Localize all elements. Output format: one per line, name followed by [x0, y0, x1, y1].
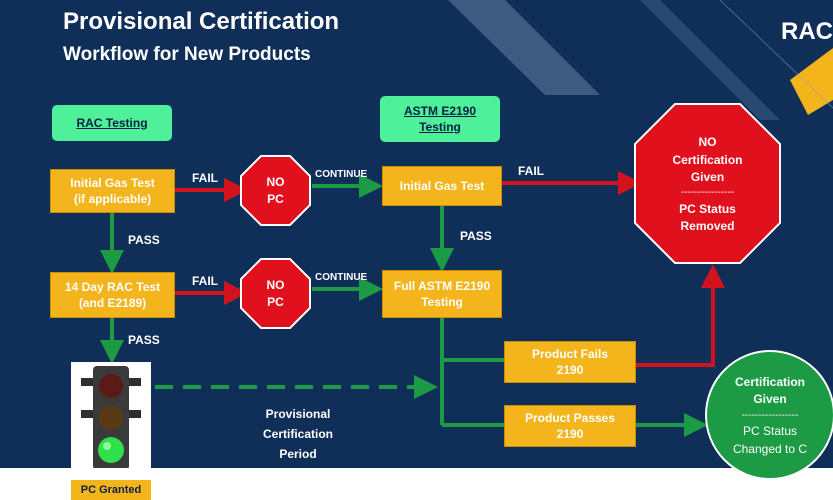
cert-given-line3: PC Status — [742, 424, 798, 439]
decorative-stripes — [448, 0, 833, 120]
arrow-fails-to-no-cert — [636, 264, 725, 367]
pass-label-1: PASS — [128, 233, 160, 247]
astm-testing-label-1: ASTM E2190 — [403, 103, 477, 118]
traffic-light-graphic — [81, 366, 141, 470]
initial-gas-rac-line2: (if applicable) — [73, 192, 152, 206]
period-line1: Provisional — [265, 407, 331, 421]
no-pc-1-line2: PC — [267, 191, 284, 206]
pc-granted-label: PC Granted — [71, 480, 151, 500]
no-cert-line1: NO — [698, 135, 717, 150]
initial-gas-test-rac-box: Initial Gas Test (if applicable) — [50, 169, 175, 213]
astm-testing-header: ASTM E2190 Testing — [380, 96, 500, 142]
no-cert-line3: Given — [690, 170, 725, 185]
no-cert-line2: Certification — [672, 152, 743, 167]
day14-line1: 14 Day RAC Test — [64, 279, 161, 294]
cert-given-line4: Changed to C — [732, 441, 808, 456]
traffic-light-icon — [71, 362, 151, 470]
product-passes-box: Product Passes 2190 — [504, 405, 636, 447]
no-pc-1-text: NO PC — [241, 156, 310, 225]
stripe-light-1 — [448, 0, 600, 95]
initial-gas-test-astm-box: Initial Gas Test — [382, 166, 502, 206]
full-astm-line1: Full ASTM E2190 — [393, 278, 491, 293]
product-fails-line2: 2190 — [556, 363, 584, 377]
no-pc-2-line1: NO — [266, 277, 285, 292]
product-passes-line1: Product Passes — [524, 410, 616, 425]
cert-given-line2: Given — [753, 392, 787, 407]
no-pc-2-text: NO PC — [241, 259, 310, 328]
rac-testing-header: RAC Testing — [52, 105, 172, 141]
rac-testing-label: RAC Testing — [76, 115, 148, 130]
astm-testing-label-2: Testing — [419, 120, 461, 134]
cert-given-circle — [705, 350, 833, 480]
pass-label-2: PASS — [460, 229, 492, 243]
no-cert-line5: Removed — [680, 219, 735, 234]
fail-label-3: FAIL — [518, 164, 544, 178]
no-pc-1-line1: NO — [266, 174, 285, 189]
initial-gas-astm-label: Initial Gas Test — [399, 178, 485, 193]
period-line3: Period — [279, 446, 317, 461]
stripe-light-2 — [640, 0, 780, 120]
no-cert-line4: PC Status — [679, 201, 736, 216]
fail-label-1: FAIL — [192, 171, 218, 185]
no-cert-divider: ---------------- — [680, 187, 735, 199]
no-pc-octagon-2 — [240, 258, 311, 329]
continue-label-1: CONTINUE — [315, 169, 368, 180]
no-cert-octagon — [634, 103, 781, 264]
no-cert-text: NO Certification Given ---------------- … — [635, 110, 780, 260]
slide-title: Provisional Certification — [63, 8, 340, 35]
full-astm-line2: Testing — [421, 295, 463, 309]
product-fails-box: Product Fails 2190 — [504, 341, 636, 383]
day14-line2: (and E2189) — [78, 296, 147, 310]
pass-label-3: PASS — [128, 333, 160, 347]
provisional-period-label: Provisional Certification Period — [238, 405, 358, 464]
brand-logo-text: RAC — [781, 18, 833, 45]
initial-gas-rac-line1: Initial Gas Test — [70, 175, 155, 190]
slide-subtitle: Workflow for New Products — [63, 44, 311, 65]
period-line2: Certification — [262, 426, 333, 441]
cert-given-divider: ----------------- — [741, 409, 799, 421]
cert-given-line1: Certification — [734, 374, 805, 389]
full-astm-testing-box: Full ASTM E2190 Testing — [382, 270, 502, 318]
stripe-thin-line — [719, 0, 833, 109]
day14-rac-test-box: 14 Day RAC Test (and E2189) — [50, 272, 175, 318]
product-fails-line1: Product Fails — [531, 346, 608, 361]
cert-given-text: Certification Given ----------------- PC… — [706, 358, 833, 474]
no-pc-octagon-1 — [240, 155, 311, 226]
continue-label-2: CONTINUE — [315, 272, 368, 283]
no-pc-2-line2: PC — [267, 294, 284, 309]
product-passes-line2: 2190 — [556, 427, 584, 441]
fail-label-2: FAIL — [192, 274, 218, 288]
